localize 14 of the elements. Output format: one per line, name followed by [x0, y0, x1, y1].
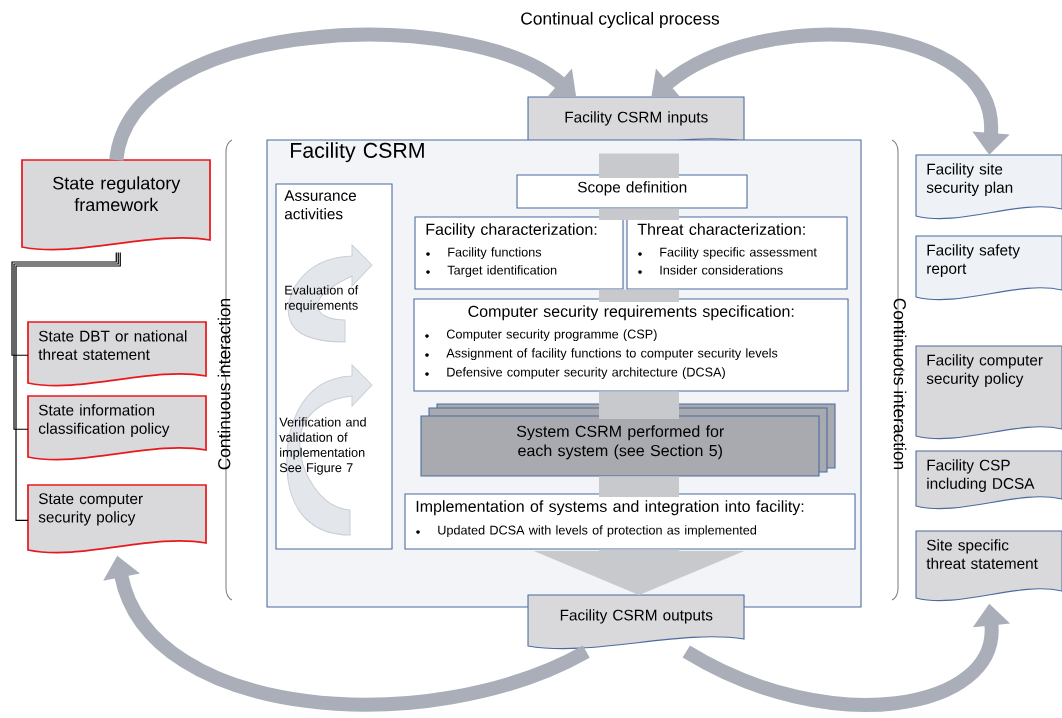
- label: Continuous interaction: [217, 298, 231, 470]
- process-box: Facility characterization: Facility functions Target identification: [414, 216, 624, 290]
- connector-line: [11, 251, 117, 356]
- process-box: Implementation of systems and integration into facility: Updated DCSA with levels of protection as implemented: [404, 493, 856, 550]
- process-box: Scope definition: [516, 174, 748, 209]
- label: Continual cyclical process: [521, 11, 720, 29]
- connector-line: [13, 251, 119, 430]
- stacked-box: System CSRM performed for each system (see Section 5): [420, 403, 836, 477]
- wide-arrow: [533, 549, 745, 596]
- process-box: Computer security requirements specification: Computer security programme (CSP) Assignment of facility functions to computer security levels Defensive computer security architecture (DCSA): [413, 298, 849, 392]
- process-box: Threat characterization: Facility specific assessment Insider considerations: [626, 216, 848, 290]
- connector-line: [15, 251, 121, 521]
- label: Continuous interaction: [893, 298, 907, 470]
- process-box: Assurance activities Evaluation of requirements Verification and validation of implementation See Figure 7: [275, 183, 393, 550]
